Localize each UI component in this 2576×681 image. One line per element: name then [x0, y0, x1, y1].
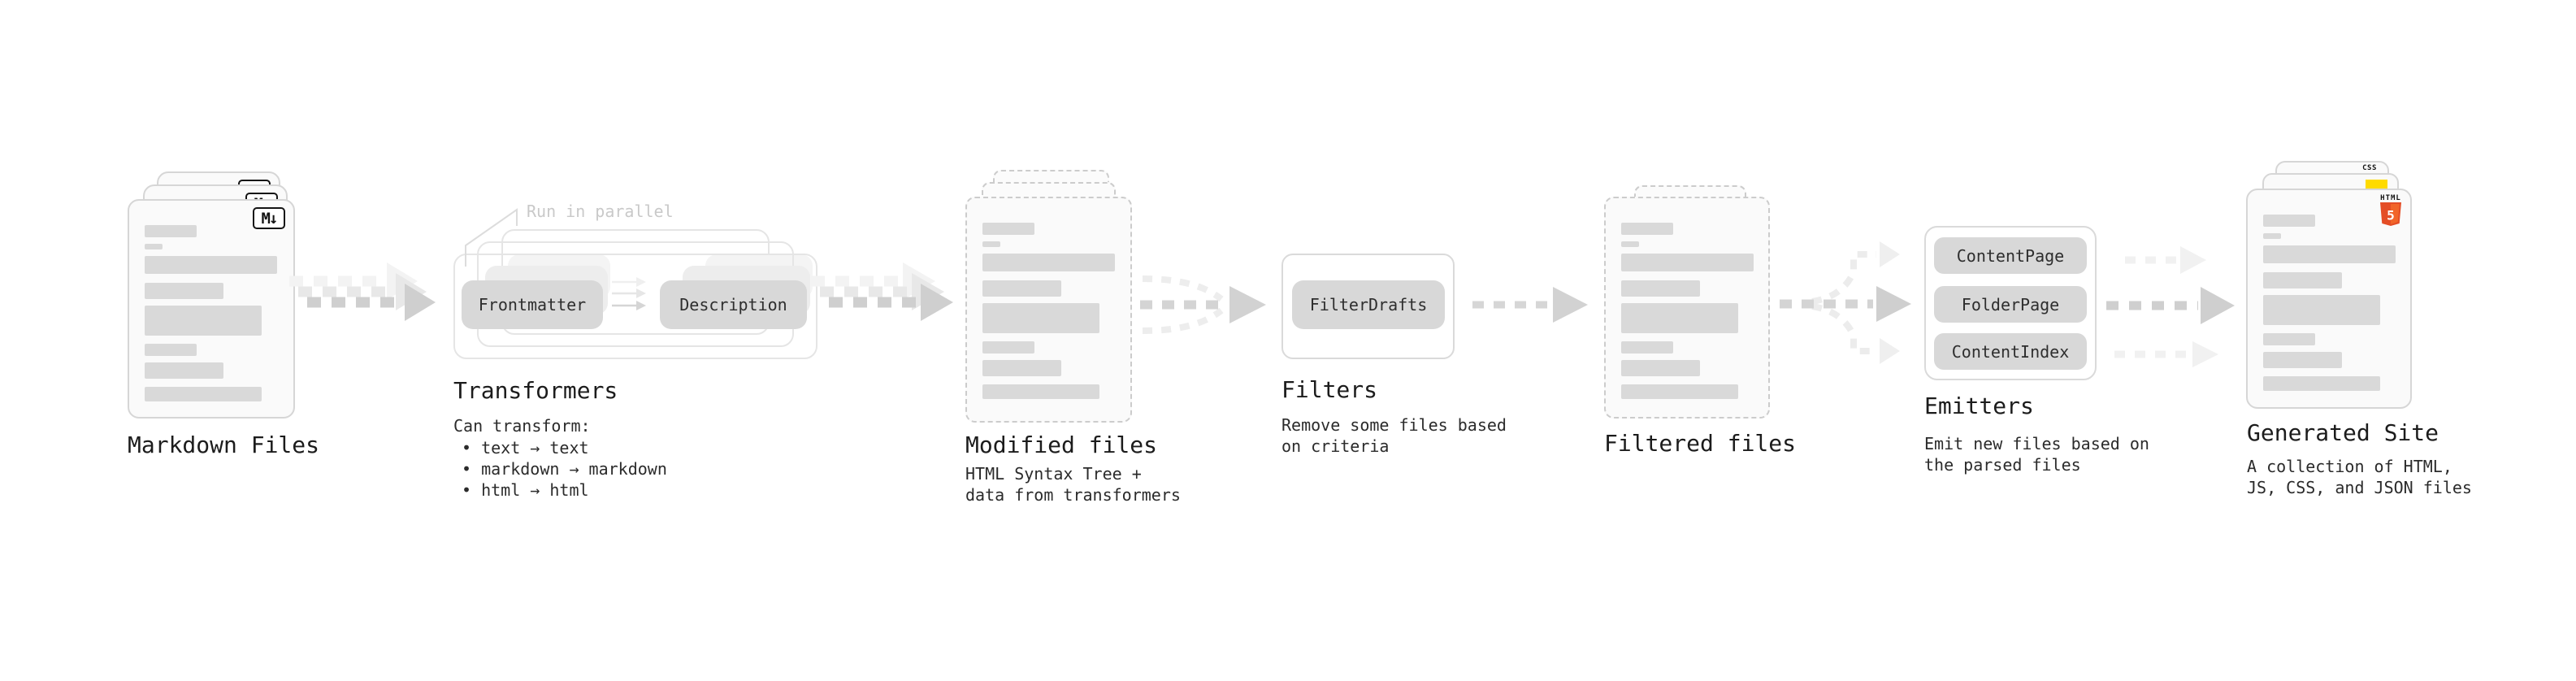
- transformers-desc-line: • html → html: [462, 480, 589, 500]
- skeleton-text-bar: [1621, 303, 1738, 333]
- skeleton-text-bar: [982, 303, 1099, 333]
- arrow-transformers-to-modified: [811, 262, 953, 321]
- css-file-label: CSS: [2362, 164, 2377, 172]
- filters-desc-line: Remove some files based: [1281, 415, 1507, 435]
- skeleton-text-bar: [1621, 341, 1673, 354]
- emitters-desc-line: Emit new files based on: [1924, 434, 2149, 453]
- modified-files-desc-line: HTML Syntax Tree +: [965, 464, 1142, 484]
- skeleton-text-bar: [145, 225, 197, 237]
- skeleton-text-bar: [982, 241, 1000, 247]
- skeleton-text-bar: [982, 254, 1115, 271]
- site-file-html: HTML 5: [2246, 189, 2412, 409]
- skeleton-text-bar: [1621, 241, 1639, 247]
- modified-files-label: Modified files: [965, 432, 1158, 458]
- skeleton-text-bar: [1621, 280, 1700, 297]
- filtered-file-front: [1604, 197, 1770, 419]
- skeleton-text-bar: [145, 306, 262, 336]
- skeleton-text-bar: [982, 280, 1061, 297]
- filters-desc-line: on criteria: [1281, 436, 1390, 456]
- skeleton-text-bar: [1621, 223, 1673, 235]
- contentpage-pill: ContentPage: [1934, 237, 2087, 274]
- transformer-frame-front: [453, 254, 817, 359]
- generated-site-label: Generated Site: [2247, 419, 2439, 446]
- frontmatter-pill: Frontmatter: [462, 280, 603, 329]
- svg-text:5: 5: [2387, 208, 2395, 223]
- modified-file-front: [965, 197, 1132, 423]
- markdown-file-front: M↓: [128, 199, 295, 419]
- markdown-icon: M↓: [253, 207, 285, 229]
- skeleton-text-bar: [2263, 295, 2380, 325]
- markdown-files-label: Markdown Files: [128, 432, 320, 458]
- skeleton-text-bar: [145, 387, 262, 401]
- skeleton-text-bar: [145, 283, 223, 299]
- arrow-markdown-to-transformers: [289, 262, 436, 321]
- skeleton-text-bar: [982, 341, 1034, 354]
- filters-label: Filters: [1281, 376, 1378, 403]
- folderpage-pill: FolderPage: [1934, 286, 2087, 323]
- run-in-parallel-annotation: Run in parallel: [527, 202, 674, 221]
- skeleton-text-bar: [145, 362, 223, 379]
- skeleton-text-bar: [2263, 245, 2396, 263]
- arrow-filtered-to-emitters-diverging: [1780, 241, 1911, 364]
- description-pill: Description: [660, 280, 807, 329]
- skeleton-text-bar: [1621, 254, 1754, 271]
- html5-label: HTML: [2380, 194, 2401, 202]
- emitters-label: Emitters: [1924, 393, 2034, 419]
- html5-icon: HTML 5: [2380, 194, 2401, 226]
- transformers-desc-line: Can transform:: [453, 416, 591, 436]
- skeleton-text-bar: [2263, 215, 2315, 227]
- skeleton-text-bar: [982, 360, 1061, 376]
- transformers-desc-line: • text → text: [462, 438, 589, 458]
- filtered-files-label: Filtered files: [1604, 430, 1797, 457]
- generated-site-desc-line: JS, CSS, and JSON files: [2247, 478, 2472, 497]
- skeleton-text-bar: [145, 244, 163, 249]
- generated-site-desc-line: A collection of HTML,: [2247, 457, 2452, 476]
- skeleton-text-bar: [982, 223, 1034, 235]
- markdown-icon-glyph: M↓: [261, 209, 279, 228]
- skeleton-text-bar: [2263, 233, 2281, 239]
- transformers-label: Transformers: [453, 377, 618, 404]
- modified-files-desc-line: data from transformers: [965, 485, 1181, 505]
- skeleton-text-bar: [2263, 272, 2342, 288]
- skeleton-text-bar: [2263, 352, 2342, 368]
- skeleton-text-bar: [145, 344, 197, 356]
- contentindex-pill: ContentIndex: [1934, 333, 2087, 370]
- arrow-filters-to-filtered: [1472, 287, 1588, 323]
- emitters-desc-line: the parsed files: [1924, 455, 2081, 475]
- filterdrafts-pill: FilterDrafts: [1292, 280, 1445, 329]
- skeleton-text-bar: [982, 384, 1099, 399]
- skeleton-text-bar: [2263, 333, 2315, 345]
- js-file-icon: [2366, 180, 2387, 190]
- transformers-desc-line: • markdown → markdown: [462, 459, 667, 479]
- skeleton-text-bar: [145, 256, 277, 274]
- skeleton-text-bar: [1621, 360, 1700, 376]
- html5-shield: 5: [2380, 202, 2401, 226]
- skeleton-text-bar: [2263, 376, 2380, 391]
- skeleton-text-bar: [1621, 384, 1738, 399]
- run-in-parallel-connector: [465, 208, 518, 267]
- arrows-emitters-to-site: [2106, 246, 2235, 367]
- arrow-modified-to-filters-converging: [1140, 275, 1266, 334]
- transform-mini-arrows: [612, 277, 646, 310]
